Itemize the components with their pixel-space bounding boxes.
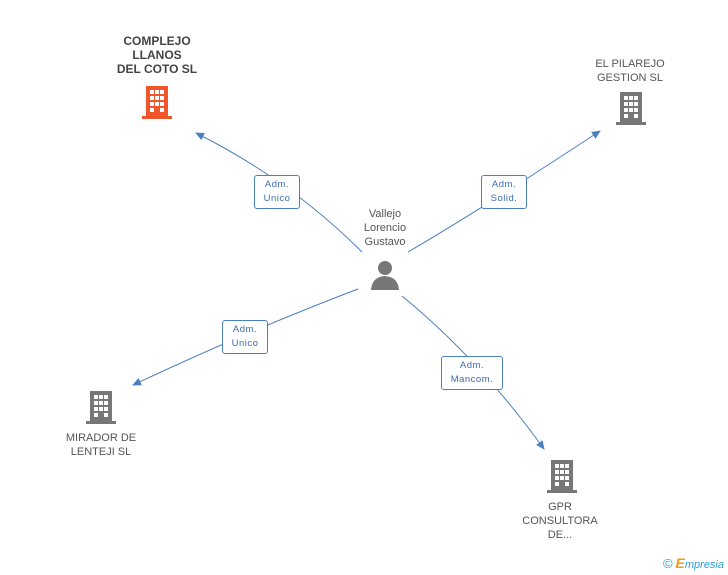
- role-badge-complejo: Adm. Unico: [254, 175, 300, 209]
- person-label[interactable]: Vallejo Lorencio Gustavo: [363, 208, 407, 248]
- company-label-mirador[interactable]: MIRADOR DE LENTEJI SL: [65, 432, 137, 458]
- brand-name: mpresia: [684, 559, 724, 571]
- role-badge-pilarejo: Adm. Solid.: [481, 175, 527, 209]
- building-icon[interactable]: [547, 460, 577, 493]
- brand-initial: E: [675, 555, 685, 571]
- person-icon[interactable]: [371, 261, 399, 290]
- company-label-complejo[interactable]: COMPLEJO LLANOS DEL COTO SL: [116, 34, 198, 76]
- brand-footer: ©Empresia: [663, 555, 724, 571]
- role-badge-mirador: Adm. Unico: [222, 320, 268, 354]
- role-badge-gpr: Adm. Mancom.: [441, 356, 503, 390]
- building-icon[interactable]: [86, 391, 116, 424]
- company-label-gpr[interactable]: GPR CONSULTORA DE...: [522, 501, 598, 541]
- building-icon[interactable]: [142, 86, 172, 119]
- company-label-pilarejo[interactable]: EL PILAREJO GESTION SL: [595, 58, 665, 84]
- building-icon[interactable]: [616, 92, 646, 125]
- copyright-icon: ©: [662, 556, 673, 571]
